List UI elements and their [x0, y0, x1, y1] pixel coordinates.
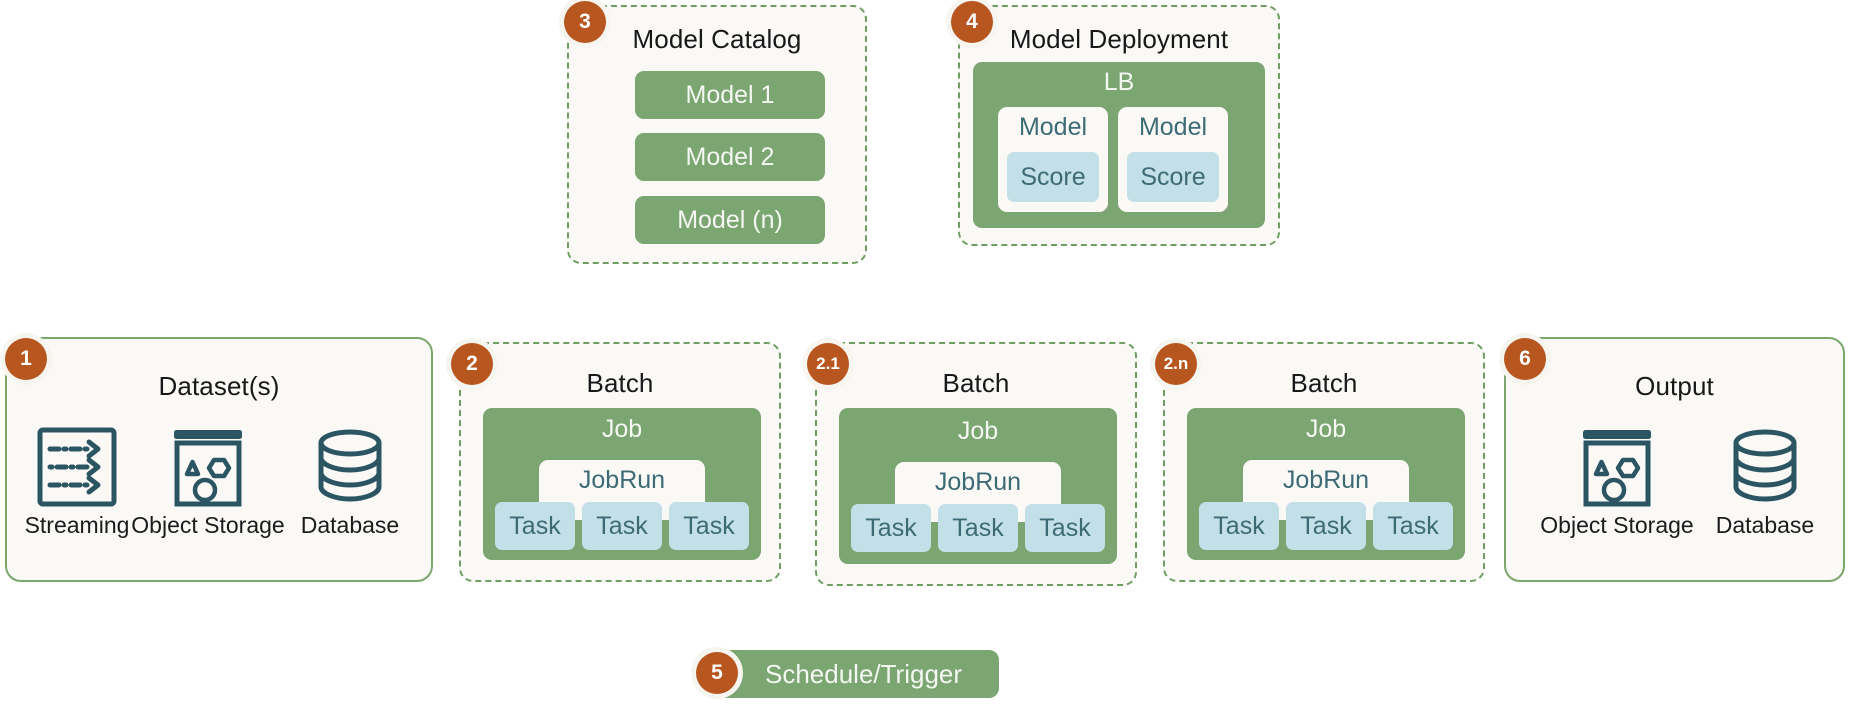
model-replica-1-label: Model	[1018, 113, 1088, 141]
model-deployment-title: Model Deployment	[1009, 24, 1229, 54]
batch-3-job-label: Job	[1305, 415, 1347, 443]
badge-model-catalog: 3	[564, 1, 606, 43]
dataset-icon-streaming-caption: Streaming	[24, 512, 130, 538]
model-replica-1-score[interactable]: Score	[1007, 152, 1099, 202]
batch-3-jobrun-label: JobRun	[1282, 466, 1370, 494]
model-catalog-item-1[interactable]: Model 1	[635, 71, 825, 119]
batch-1-job-block: Job JobRun Task Task Task	[483, 408, 761, 560]
batch-1-job-label: Job	[601, 415, 643, 443]
model-replica-2[interactable]: Model Score	[1118, 107, 1228, 212]
streaming-icon	[37, 427, 117, 507]
output-icon-object-storage[interactable]: Object Storage	[1534, 424, 1700, 539]
schedule-trigger-label: Schedule/Trigger	[765, 658, 963, 689]
database-icon	[1733, 429, 1797, 502]
output-icon-database[interactable]: Database	[1700, 424, 1830, 539]
object-storage-icon	[174, 430, 242, 507]
model-catalog-card: Model Catalog Model 1 Model 2 Model (n)	[567, 5, 867, 264]
output-icon-database-caption: Database	[1715, 512, 1815, 538]
batch-1-task-2[interactable]: Task	[582, 502, 662, 550]
badge-batch-3: 2.n	[1155, 343, 1197, 385]
batch-3-title: Batch	[1290, 368, 1358, 398]
load-balancer-block: LB Model Score Model Score	[973, 62, 1265, 228]
batch-3-task-1[interactable]: Task	[1199, 502, 1279, 550]
schedule-trigger-bar[interactable]: Schedule/Trigger	[703, 650, 999, 698]
model-deployment-card: Model Deployment LB Model Score Model Sc…	[958, 5, 1280, 246]
output-title: Output	[1635, 371, 1714, 401]
database-icon	[318, 429, 382, 502]
batch-2-jobrun-label: JobRun	[934, 468, 1022, 496]
model-catalog-item-3[interactable]: Model (n)	[635, 196, 825, 244]
batch-2-job-block: Job JobRun Task Task Task	[839, 408, 1117, 564]
badge-dataset: 1	[5, 338, 47, 380]
batch-2-job-label: Job	[957, 417, 999, 445]
badge-schedule: 5	[696, 652, 738, 694]
batch-2-task-1[interactable]: Task	[851, 504, 931, 552]
dataset-icon-streaming[interactable]: Streaming	[15, 424, 139, 539]
dataset-icon-object-storage-caption: Object Storage	[131, 512, 285, 538]
batch-3-task-3[interactable]: Task	[1373, 502, 1453, 550]
dataset-title: Dataset(s)	[158, 371, 280, 401]
model-replica-2-label: Model	[1138, 113, 1208, 141]
batch-3-task-2[interactable]: Task	[1286, 502, 1366, 550]
batch-1-jobrun-label: JobRun	[578, 466, 666, 494]
batch-card-3: Batch Job JobRun Task Task Task	[1163, 342, 1485, 582]
batch-1-task-1[interactable]: Task	[495, 502, 575, 550]
badge-model-deployment: 4	[951, 1, 993, 43]
badge-output: 6	[1504, 338, 1546, 380]
batch-1-task-3[interactable]: Task	[669, 502, 749, 550]
batch-3-job-block: Job JobRun Task Task Task	[1187, 408, 1465, 560]
batch-1-title: Batch	[586, 368, 654, 398]
lb-label: LB	[1103, 68, 1135, 96]
batch-2-task-3[interactable]: Task	[1025, 504, 1105, 552]
batch-2-title: Batch	[942, 368, 1010, 398]
model-catalog-title: Model Catalog	[632, 24, 802, 54]
dataset-card: Dataset(s) Streaming	[5, 337, 433, 582]
dataset-icon-object-storage[interactable]: Object Storage	[125, 424, 291, 539]
badge-batch-2: 2.1	[807, 343, 849, 385]
batch-2-task-2[interactable]: Task	[938, 504, 1018, 552]
batch-card-2: Batch Job JobRun Task Task Task	[815, 342, 1137, 586]
dataset-icon-database[interactable]: Database	[285, 424, 415, 539]
object-storage-icon	[1583, 430, 1651, 507]
model-replica-1[interactable]: Model Score	[998, 107, 1108, 212]
model-replica-2-score[interactable]: Score	[1127, 152, 1219, 202]
model-catalog-item-2[interactable]: Model 2	[635, 133, 825, 181]
dataset-icon-database-caption: Database	[300, 512, 400, 538]
output-icon-object-storage-caption: Object Storage	[1540, 512, 1694, 538]
badge-batch-1: 2	[451, 343, 493, 385]
output-card: Output Object Storage Database	[1504, 337, 1845, 582]
batch-card-1: Batch Job JobRun Task Task Task	[459, 342, 781, 582]
